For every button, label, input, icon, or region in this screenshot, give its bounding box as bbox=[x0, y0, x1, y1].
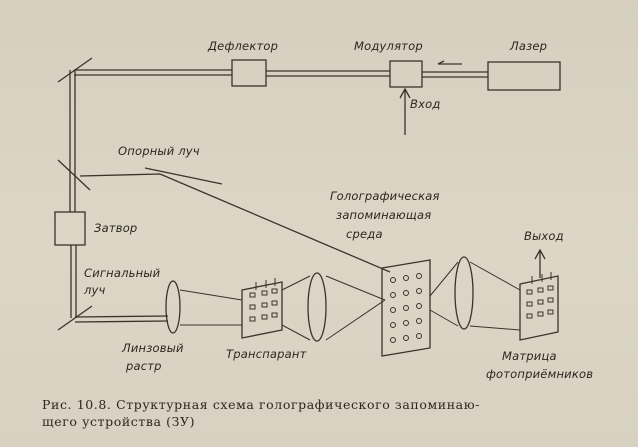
beam-splitter bbox=[57, 159, 91, 191]
figure-caption: Рис. 10.8. Структурная схема голографиче… bbox=[42, 396, 612, 430]
lens-2 bbox=[454, 256, 474, 330]
label-signal-beam-1: Сигнальный bbox=[84, 266, 161, 280]
signal-beam bbox=[74, 315, 169, 323]
input-arrow bbox=[399, 87, 411, 135]
signal-rays bbox=[179, 261, 521, 341]
label-holo-medium-3: среда bbox=[346, 227, 383, 241]
label-modulator: Модулятор bbox=[354, 39, 423, 53]
detector-matrix-cells bbox=[526, 272, 554, 319]
holographic-medium-cells bbox=[390, 273, 422, 343]
transparency-plate bbox=[241, 281, 283, 339]
shutter-box bbox=[54, 211, 86, 246]
label-shutter: Затвор bbox=[94, 221, 137, 235]
lens-1 bbox=[307, 272, 327, 342]
left-vertical-beam bbox=[69, 70, 77, 318]
label-reference-beam: Опорный луч bbox=[118, 144, 200, 158]
laser-direction-arrow bbox=[437, 60, 462, 65]
reference-beam bbox=[79, 167, 391, 273]
label-transparency: Транспарант bbox=[226, 347, 307, 361]
caption-line-2: щего устройства (ЗУ) bbox=[42, 414, 196, 429]
label-lens-raster-2: растр bbox=[125, 359, 162, 373]
modulator-box bbox=[389, 60, 423, 88]
label-holo-medium-1: Голографическая bbox=[330, 189, 440, 203]
deflector-box bbox=[231, 59, 267, 87]
label-laser: Лазер bbox=[509, 39, 547, 53]
label-signal-beam-2: луч bbox=[83, 283, 106, 297]
lens-raster bbox=[165, 280, 181, 334]
mirror-top-left bbox=[57, 57, 93, 83]
label-deflector: Дефлектор bbox=[207, 39, 278, 53]
label-detector-matrix-1: Матрица bbox=[502, 349, 557, 363]
label-output: Выход bbox=[524, 229, 564, 243]
label-detector-matrix-2: фотоприёмников bbox=[486, 367, 593, 381]
label-input: Вход bbox=[410, 97, 440, 111]
laser-beam-path bbox=[74, 69, 488, 78]
mirror-bottom-left bbox=[57, 305, 93, 331]
holographic-memory-diagram: Дефлектор Модулятор Лазер Вход Опорный л… bbox=[54, 39, 593, 381]
caption-line-1: Рис. 10.8. Структурная схема голографиче… bbox=[42, 397, 481, 412]
laser-box bbox=[487, 61, 561, 91]
label-holo-medium-2: запоминающая bbox=[336, 208, 431, 222]
detector-matrix-plate bbox=[519, 275, 559, 341]
output-arrow bbox=[534, 248, 546, 278]
holographic-medium bbox=[381, 259, 431, 357]
transparency-grid bbox=[249, 278, 278, 322]
label-lens-raster-1: Линзовый bbox=[121, 341, 184, 355]
